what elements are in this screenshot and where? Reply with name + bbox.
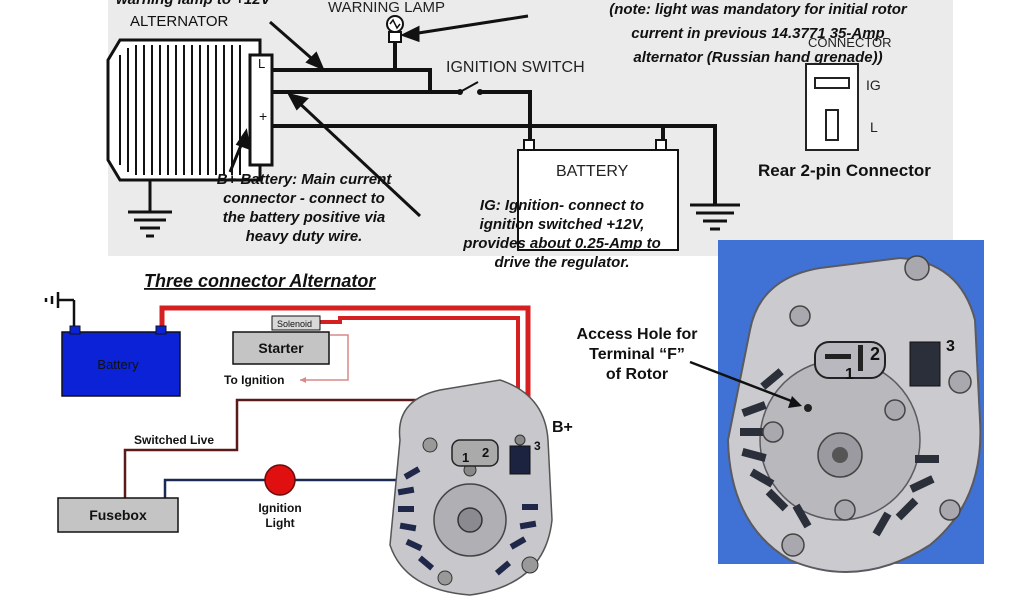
fusebox-box (57, 497, 179, 533)
rotor-note-line-3: alternator (Russian hand grenade)) (633, 49, 882, 66)
starter-box (232, 331, 330, 365)
b-plus-note: B+ Battery: Main current connector - con… (217, 171, 393, 245)
small-alternator-plug (451, 439, 499, 467)
warning-lamp-symbol (386, 15, 404, 43)
top-arrows (228, 14, 529, 218)
access-hole-label-line-2: Terminal “F” (589, 346, 685, 363)
small-terminal-2: 2 (482, 445, 489, 460)
red-battery-wire (159, 305, 531, 448)
ig-note-line-3: provides about 0.25-Amp to (462, 235, 661, 252)
to-ignition-wire (300, 334, 349, 381)
access-hole-terminal-f (804, 404, 812, 412)
connector-ig-label: IG (866, 77, 881, 93)
top-battery-label: BATTERY (556, 163, 629, 180)
red-solenoid-wire (320, 316, 520, 452)
bottom-battery-box (61, 331, 181, 397)
ignition-light-label-line-2: Light (265, 516, 294, 530)
photo-terminal-2: 2 (870, 344, 880, 364)
b-plus-note-line-2: connector - connect to (223, 190, 385, 207)
rear-connector-drawing (805, 63, 859, 151)
bottom-wiring-diagram: Three connector Alternator Battery Solen… (44, 271, 573, 596)
alternator-photo-bolts (762, 255, 972, 557)
battery-positive-post (155, 325, 167, 335)
fusebox-label: Fusebox (89, 507, 147, 523)
alternator-photo-plug-pin-2 (858, 345, 863, 371)
small-alternator-illustration (389, 379, 553, 596)
access-hole-annotation: Access Hole for Terminal “F” of Rotor (577, 326, 802, 408)
alternator-photo-vents (740, 368, 939, 537)
battery-terminal-negative (655, 139, 667, 151)
three-connector-title: Three connector Alternator (144, 271, 376, 291)
pin-l-label: L (258, 56, 265, 71)
rotor-note-line-2: current in previous 14.3771 35-Amp (631, 25, 884, 42)
photo-terminal-3: 3 (946, 338, 955, 355)
bottom-battery-label: Battery (97, 357, 139, 372)
connector-l-label: L (870, 119, 878, 135)
ground-symbol-left (128, 205, 172, 238)
alternator-photo-panel (718, 240, 984, 573)
ig-note-line-4: drive the regulator. (494, 254, 629, 271)
switched-live-label: Switched Live (134, 433, 214, 447)
ignition-light-lamp (264, 464, 296, 496)
top-wiring-panel: ALTERNATOR IGNITION SWITCH (106, 0, 953, 271)
small-terminal-1: 1 (462, 450, 469, 465)
ignition-switch-label: IGNITION SWITCH (446, 59, 585, 76)
access-hole-label-line-3: of Rotor (606, 366, 668, 383)
b-plus-label: B+ (552, 419, 573, 436)
ignition-light-label-line-1: Ignition (258, 501, 301, 515)
ig-note: IG: Ignition- connect to ignition switch… (462, 197, 661, 271)
b-plus-note-line-1: B+ Battery: Main current (217, 171, 393, 188)
b-plus-note-line-4: heavy duty wire. (246, 228, 363, 245)
to-ignition-arrow (300, 377, 306, 383)
small-alternator-b-plus-post (509, 445, 531, 475)
rotor-note-line-1: (note: light was mandatory for initial r… (609, 1, 908, 18)
ground-symbol-right (690, 203, 740, 231)
alternator-label: ALTERNATOR (130, 13, 229, 30)
battery-negative-post (69, 325, 81, 335)
connector-label: CONNECTOR (808, 35, 892, 50)
photo-terminal-1: 1 (845, 366, 854, 383)
ig-note-line-2: ignition switched +12V, (480, 216, 645, 233)
warning-lamp-label: WARNING LAMP (328, 0, 445, 16)
starter-label: Starter (258, 340, 304, 356)
to-ignition-label: To Ignition (224, 373, 284, 387)
alternator-drawing (106, 38, 274, 205)
rotor-note: (note: light was mandatory for initial r… (609, 1, 908, 66)
small-terminal-3: 3 (534, 439, 541, 453)
battery-terminal-positive (523, 139, 535, 151)
fusebox-to-lamp-wire (163, 478, 265, 500)
warning-lamp-caption: warning lamp to +12V (116, 0, 273, 8)
alternator-photo-shaft (832, 447, 848, 463)
solenoid-label: Solenoid (277, 319, 312, 329)
b-plus-note-line-3: the battery positive via (223, 209, 386, 226)
alternator-photo-plug-pin-1 (825, 354, 851, 359)
pin-plus-label: + (259, 108, 267, 124)
alternator-photo-b-plus-post (909, 341, 941, 387)
alternator-photo-plug (814, 341, 886, 379)
ignition-switch-symbol (457, 81, 483, 95)
top-battery-box (517, 149, 679, 251)
ig-note-line-1: IG: Ignition- connect to (480, 197, 644, 214)
rear-connector-label: Rear 2-pin Connector (758, 161, 931, 180)
access-hole-label-line-1: Access Hole for (577, 326, 698, 343)
solenoid-box (271, 315, 321, 331)
